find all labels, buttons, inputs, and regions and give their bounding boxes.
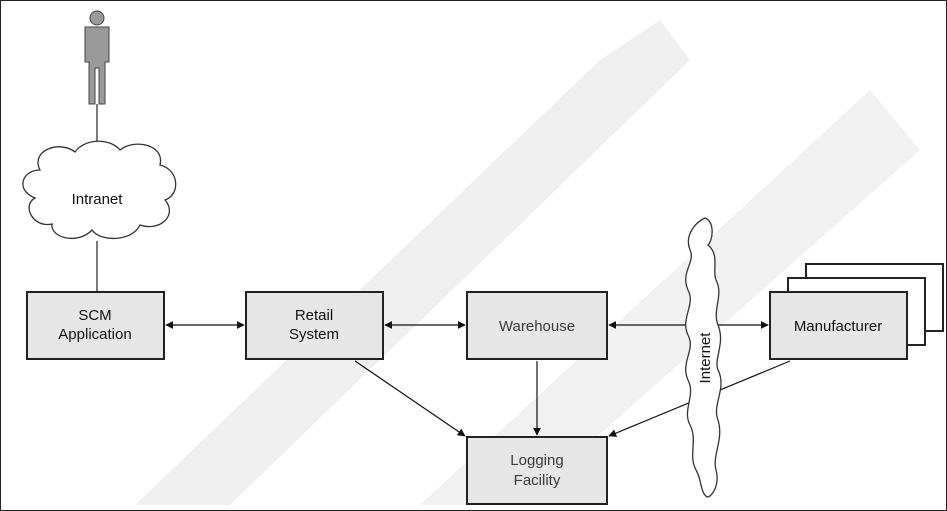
internet-cloud: Internet [685, 217, 722, 498]
manufacturer-label: Manufacturer [794, 318, 882, 335]
intranet-cloud: Intranet [22, 140, 177, 240]
scm-label-line2: Application [58, 326, 131, 343]
warehouse-box: Warehouse [466, 291, 608, 360]
scm-label-line1: SCM [78, 307, 111, 324]
retail-label-line1: Retail [295, 307, 333, 324]
retail-label-line2: System [289, 326, 339, 343]
manufacturer-stack: Manufacturer [769, 263, 944, 360]
logging-label-line2: Facility [514, 472, 561, 489]
manufacturer-box [769, 291, 908, 360]
internet-label: Internet [697, 332, 714, 384]
intranet-label: Intranet [72, 191, 124, 208]
scm-application-box: SCM Application [26, 291, 165, 360]
person-icon [84, 10, 110, 105]
logging-facility-box: Logging Facility [466, 436, 608, 505]
retail-system-box: Retail System [245, 291, 384, 360]
logging-label-line1: Logging [510, 452, 563, 469]
watermark [135, 20, 920, 505]
retail-logging-arrow [354, 360, 466, 437]
warehouse-label: Warehouse [499, 318, 575, 335]
